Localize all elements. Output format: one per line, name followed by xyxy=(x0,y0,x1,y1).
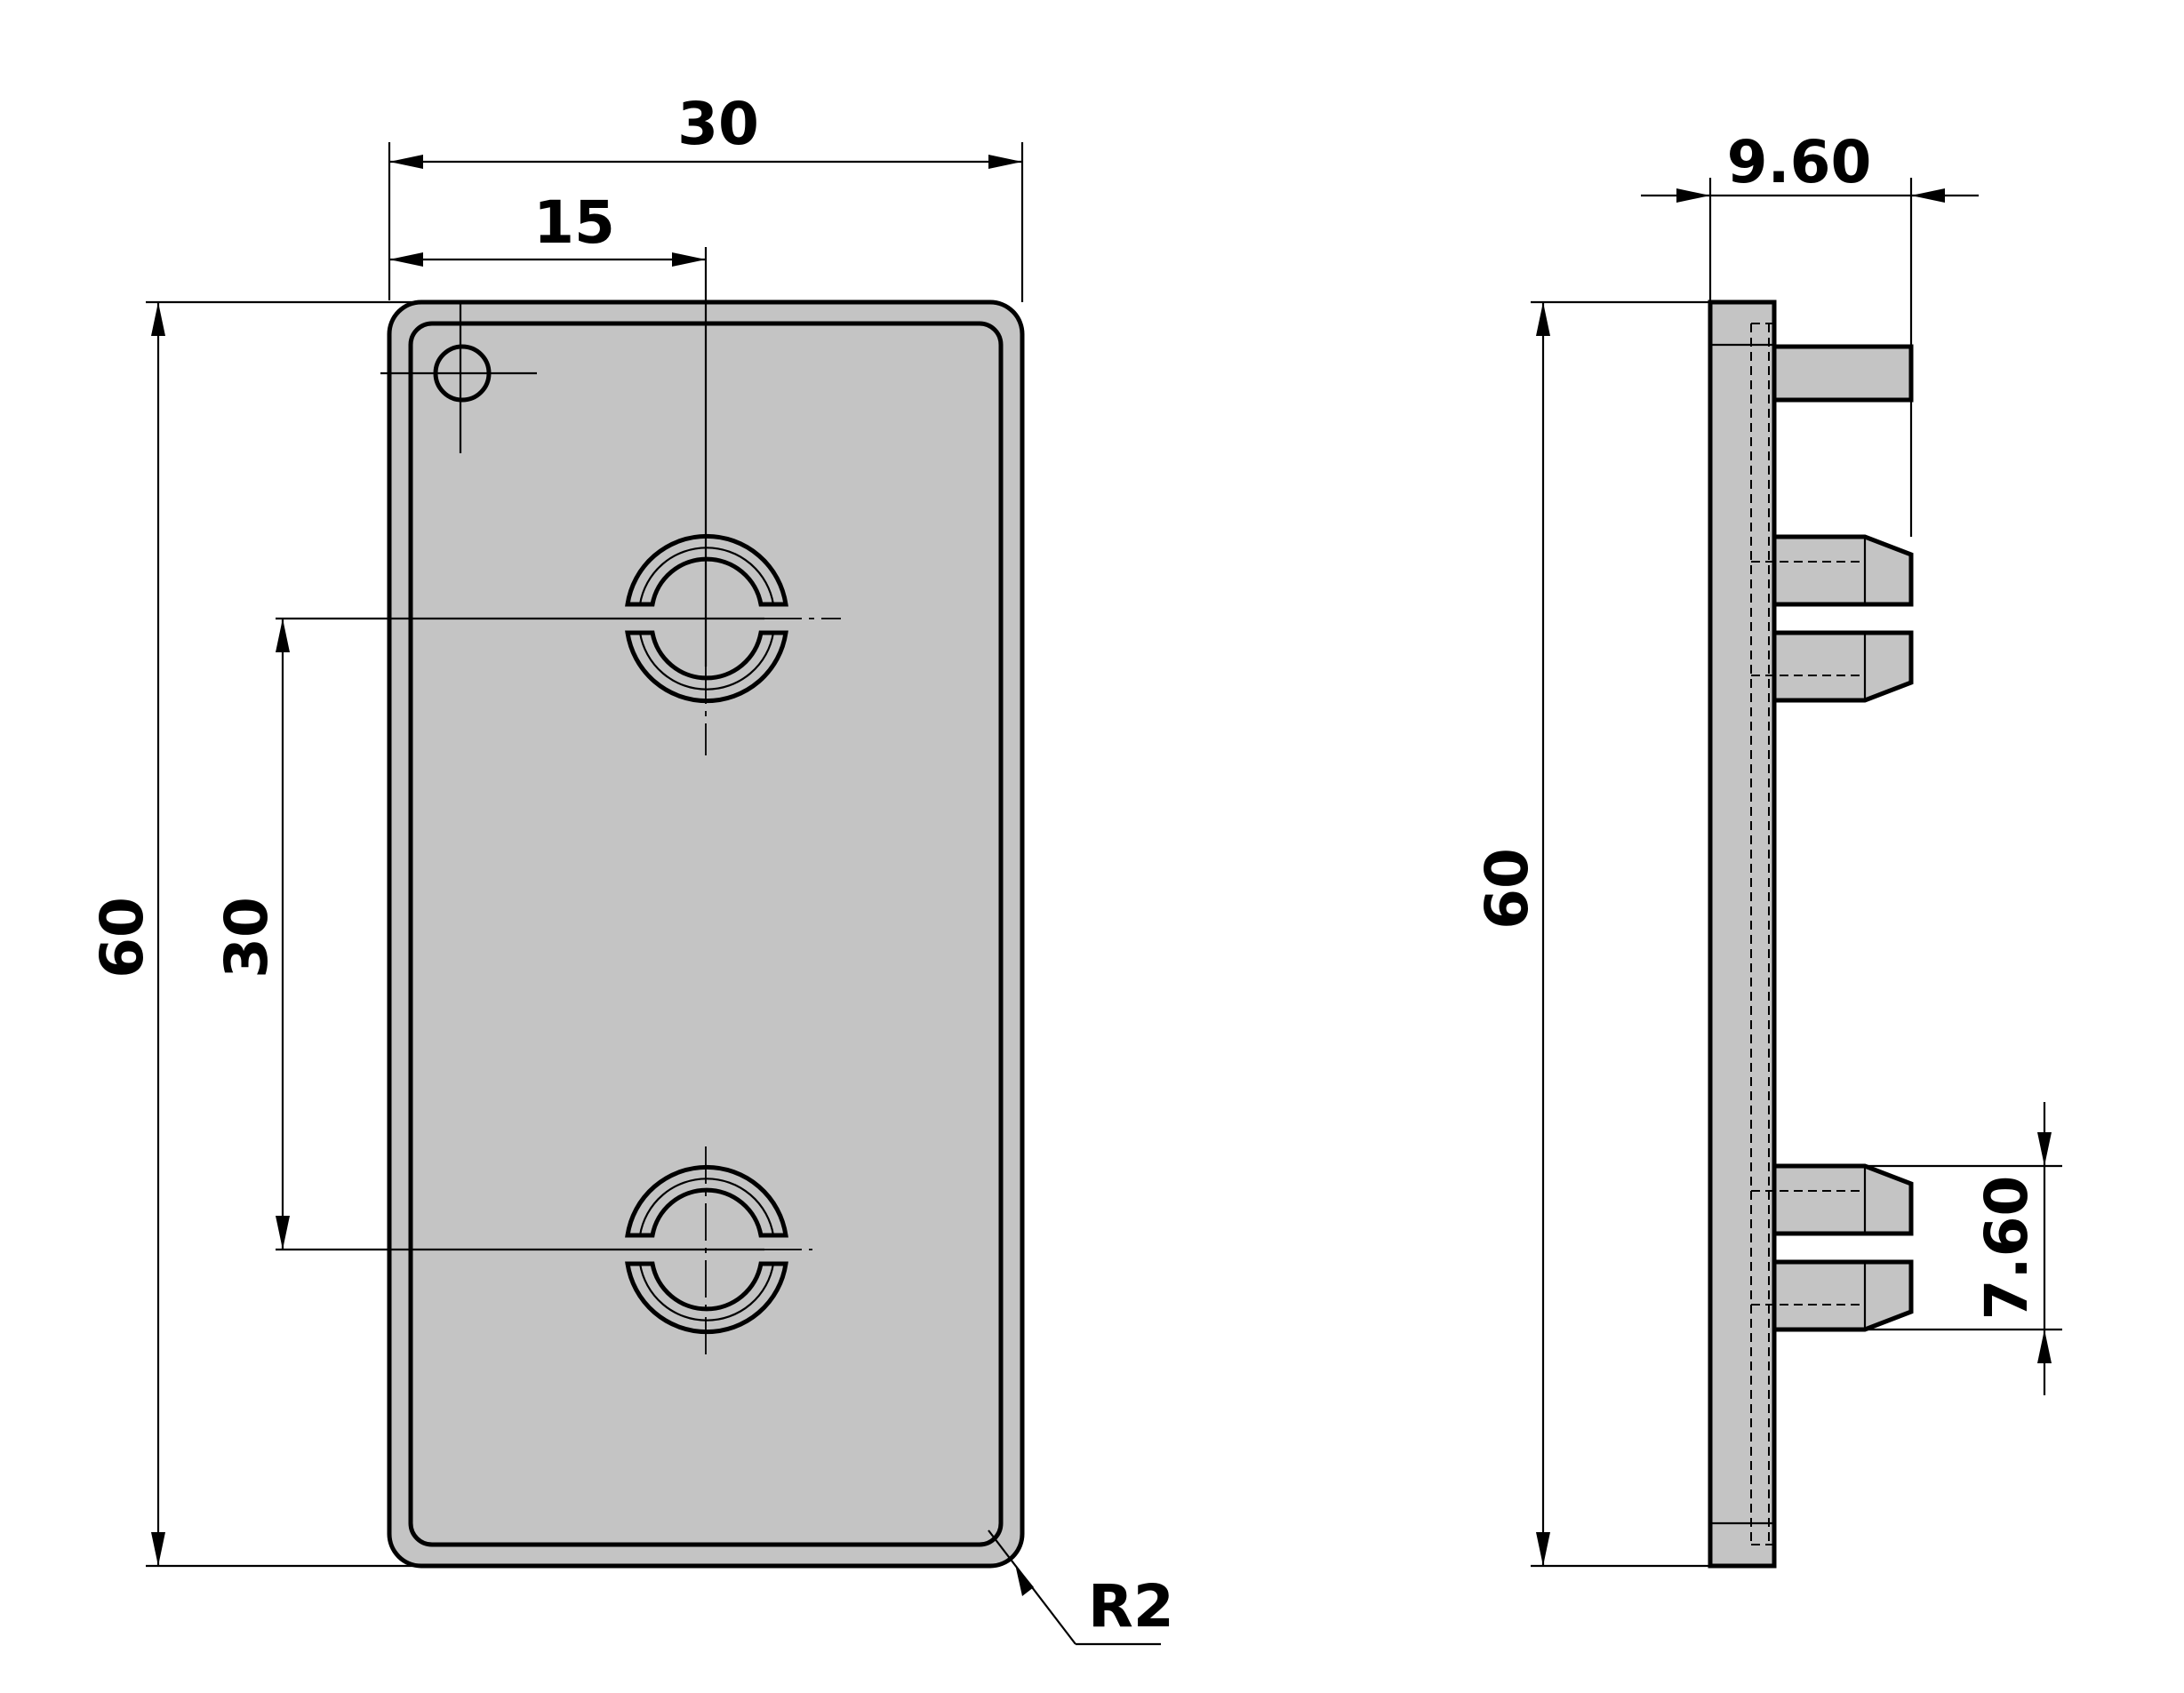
locating-pin xyxy=(1772,344,1914,403)
side-view: 9.60 60 7.60 xyxy=(1473,128,2062,1569)
side-plate xyxy=(1708,299,1777,1569)
clip-pin-1 xyxy=(1751,534,1914,607)
height-label: 60 xyxy=(88,897,156,978)
pin-spacing-label: 7.60 xyxy=(1972,1176,2041,1321)
width-label: 30 xyxy=(677,90,759,158)
side-height-label: 60 xyxy=(1473,848,1541,930)
half-width-label: 15 xyxy=(533,188,615,257)
front-view: 30 15 60 30 R2 xyxy=(88,90,1174,1646)
hole-spacing-label: 30 xyxy=(212,897,281,978)
depth-label: 9.60 xyxy=(1727,128,1872,196)
clip-ring-lower xyxy=(625,1164,788,1335)
radius-label: R2 xyxy=(1088,1572,1174,1641)
clip-pin-4 xyxy=(1751,1259,1914,1332)
clip-ring-upper xyxy=(625,533,788,704)
clip-pin-2 xyxy=(1751,630,1914,703)
clip-pin-3 xyxy=(1751,1163,1914,1236)
